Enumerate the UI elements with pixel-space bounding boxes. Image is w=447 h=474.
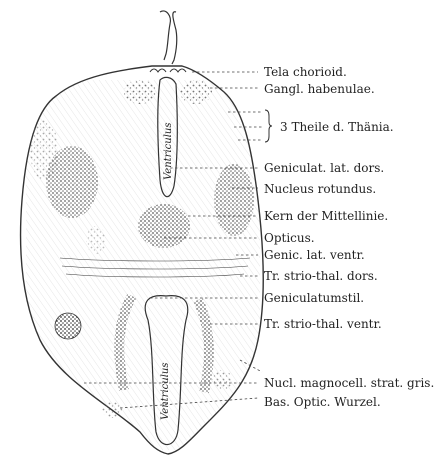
label-kern-der-mittellinie: Kern der Mittellinie. (264, 209, 388, 223)
label-geniculatumstil: Geniculatumstil. (264, 291, 364, 305)
label-geniculat-lat-dors: Geniculat. lat. dors. (264, 161, 384, 175)
geniculatum-lateral-dorsal-right (214, 164, 254, 236)
label-nucleus-rotundus: Nucleus rotundus. (264, 182, 376, 196)
dorsal-left-mass (30, 120, 58, 180)
label-nucl-magnocell: Nucl. magnocell. strat. gris. (264, 376, 434, 390)
label-column: Tela chorioid. Gangl. habenulae. 3 Theil… (264, 65, 434, 409)
ganglion-habenulae-left (124, 80, 156, 104)
label-bas-optic-wurzel: Bas. Optic. Wurzel. (264, 395, 381, 409)
thaenia-bracket (265, 110, 272, 142)
label-opticus: Opticus. (264, 231, 315, 245)
label-tr-strio-thal-dors: Tr. strio-thal. dors. (264, 269, 378, 283)
tela-chorioidea-stalk (160, 11, 177, 64)
basal-optic-root (102, 402, 122, 418)
kern-der-mittellinie (138, 204, 190, 248)
ganglion-habenulae-right (180, 80, 212, 104)
label-genic-lat-ventr: Genic. lat. ventr. (264, 248, 365, 262)
upper-ventricle-label: Ventriculus (163, 123, 174, 180)
choroid-plexus-folds (150, 69, 186, 72)
label-gangl-habenulae: Gangl. habenulae. (264, 82, 375, 96)
label-tela-chorioid: Tela chorioid. (264, 65, 347, 79)
label-thaenia: 3 Theile d. Thänia. (280, 120, 394, 134)
label-tr-strio-thal-ventr: Tr. strio-thal. ventr. (264, 317, 382, 331)
lower-ventricle-label: Ventriculus (160, 363, 171, 420)
